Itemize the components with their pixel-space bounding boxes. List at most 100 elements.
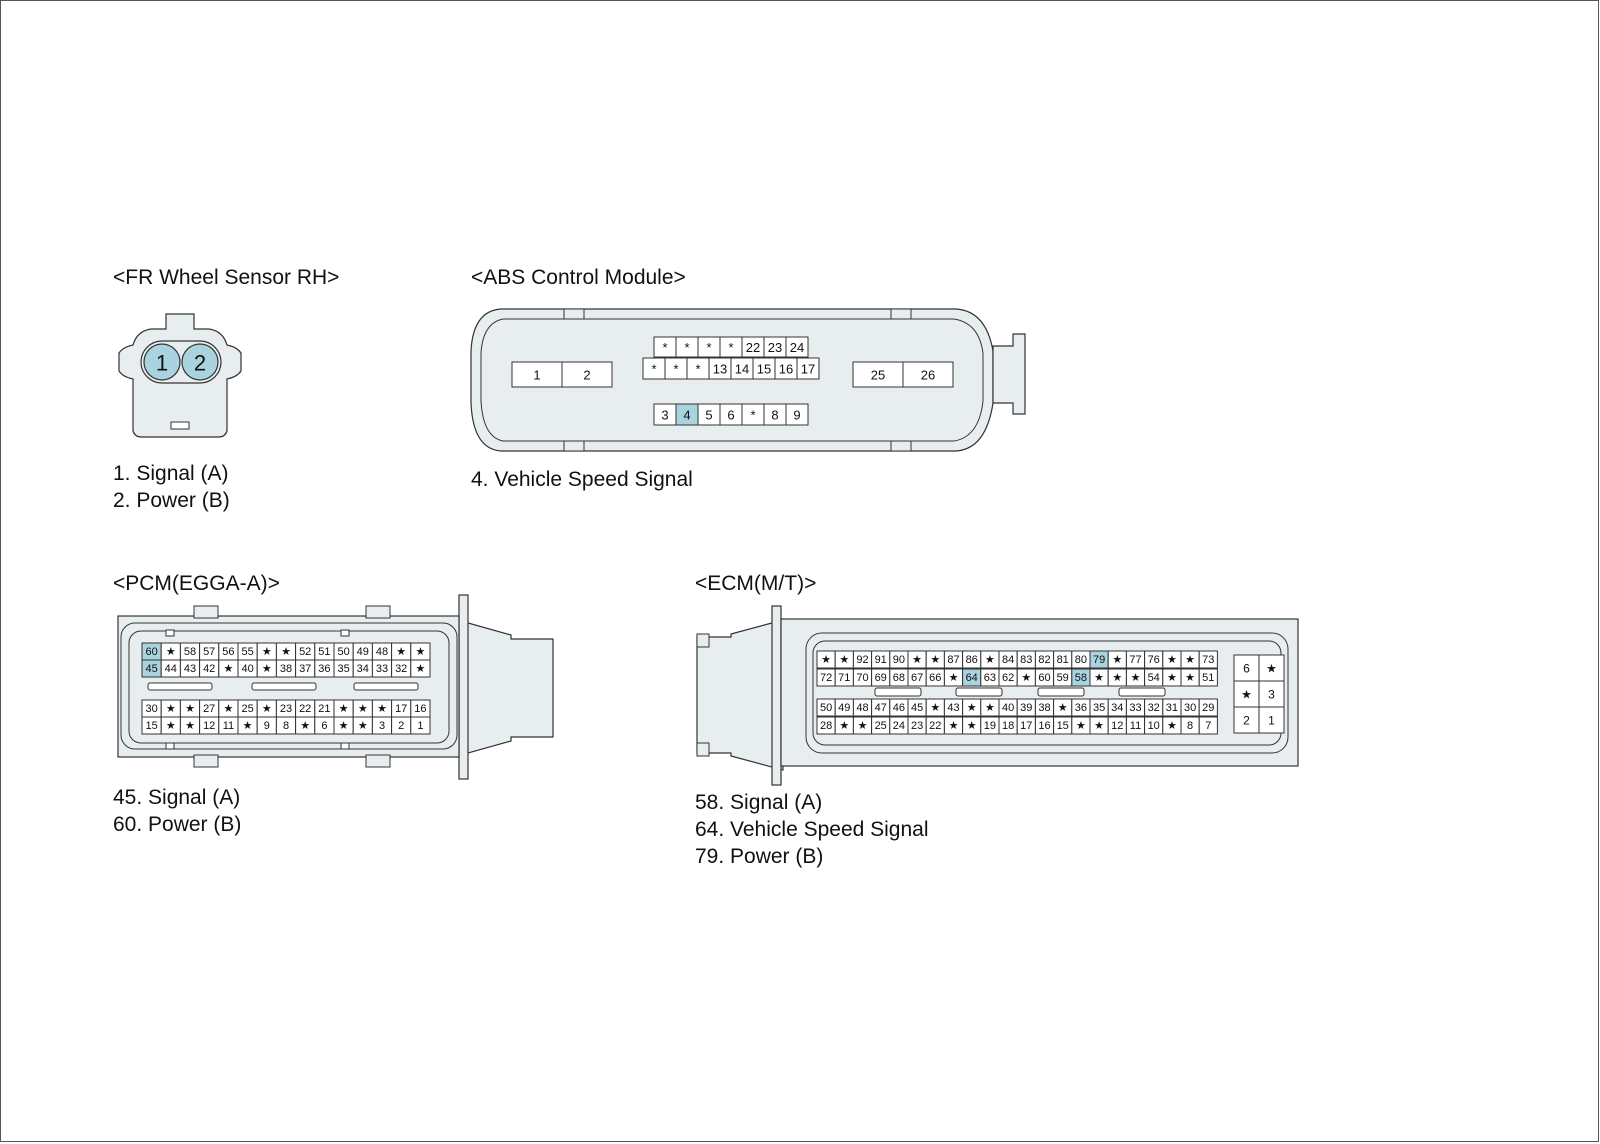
pin-label: 39 — [1020, 702, 1032, 714]
pin-label: 32 — [395, 663, 407, 675]
ecm-key-slot — [955, 687, 1003, 697]
pin-label: ★ — [1185, 672, 1195, 684]
pin-label: 38 — [280, 663, 292, 675]
pin-label: 62 — [1002, 672, 1014, 684]
pin-label: 23 — [768, 340, 782, 355]
pin-label: 35 — [1093, 702, 1105, 714]
pin-label: * — [706, 340, 711, 355]
pin-label: ★ — [262, 663, 272, 675]
abs-tab — [890, 440, 912, 452]
abs-inner-frame — [480, 318, 984, 442]
pin-label: ★ — [166, 646, 176, 658]
pin-label: 40 — [1002, 702, 1014, 714]
pin-label: 48 — [856, 702, 868, 714]
pin-label: * — [662, 340, 667, 355]
pin-label: 64 — [966, 672, 978, 684]
pin-label: 6 — [321, 720, 327, 732]
pin-cell — [785, 336, 809, 358]
ecm-side-pin — [1233, 706, 1260, 734]
pin-label: 17 — [395, 703, 407, 715]
pin-label: ★ — [949, 720, 959, 732]
pin-label: ★ — [166, 703, 176, 715]
pin-label: 15 — [145, 720, 157, 732]
pin-label: 60 — [1038, 672, 1050, 684]
pin-label: 9 — [264, 720, 270, 732]
pin-label: 25 — [875, 720, 887, 732]
pcm-key-slot — [147, 682, 213, 691]
pin-label: 6 — [727, 408, 734, 423]
fr-sensor-title: <FR Wheel Sensor RH> — [113, 266, 340, 289]
pin-label: 2 — [1243, 714, 1250, 728]
pin-label: 57 — [203, 646, 215, 658]
abs-tab — [563, 308, 585, 320]
ecm-key-slot — [1037, 687, 1085, 697]
abs-title: <ABS Control Module> — [471, 266, 686, 289]
pin-label: 23 — [280, 703, 292, 715]
pin-label: 58 — [1075, 672, 1087, 684]
pcm-clip — [193, 754, 219, 768]
pcm-desc-line: 60. Power (B) — [113, 813, 242, 836]
pin-label: 36 — [1075, 702, 1087, 714]
pin-label: 13 — [713, 362, 727, 377]
pin-cell — [852, 361, 904, 388]
pcm-inner-frame — [128, 630, 450, 744]
pin-label: ★ — [223, 663, 233, 675]
pin-label: 10 — [1148, 720, 1160, 732]
pin-label: 25 — [871, 368, 885, 383]
pin-label: 12 — [203, 720, 215, 732]
pin-label: ★ — [1131, 672, 1141, 684]
pin-label: 22 — [746, 340, 760, 355]
pin-label: * — [651, 362, 656, 377]
pin-label: ★ — [930, 654, 940, 666]
pcm-clip — [365, 754, 391, 768]
pin-label: 46 — [893, 702, 905, 714]
pin-label: 12 — [1111, 720, 1123, 732]
pin-label: ★ — [262, 703, 272, 715]
pin-label: 82 — [1038, 654, 1050, 666]
pcm-flange — [458, 594, 469, 780]
pcm-clip — [365, 605, 391, 619]
pin-label: 51 — [1202, 672, 1214, 684]
pin-label: 68 — [893, 672, 905, 684]
pcm-key-slot — [251, 682, 317, 691]
pin-label: 72 — [820, 672, 832, 684]
ecm-side-pin — [1258, 706, 1285, 734]
pin-label: ★ — [1112, 672, 1122, 684]
pin-label: 56 — [222, 646, 234, 658]
pcm-shroud — [460, 620, 554, 756]
pin-label: 24 — [893, 720, 905, 732]
pin-label: 15 — [1057, 720, 1069, 732]
ecm-flange — [771, 605, 782, 786]
pin-label: 76 — [1148, 654, 1160, 666]
fr-pin-label: 2 — [194, 351, 206, 376]
pin-label: 34 — [1111, 702, 1123, 714]
pin-label: 29 — [1202, 702, 1214, 714]
pin-label: ★ — [396, 646, 406, 658]
abs-flange — [992, 333, 1026, 415]
pin-label: ★ — [415, 663, 425, 675]
pin-label: * — [695, 362, 700, 377]
pin-label: 59 — [1057, 672, 1069, 684]
pin-label: ★ — [415, 646, 425, 658]
fr-pin-label: 1 — [156, 351, 168, 376]
fr-pin-2 — [181, 343, 219, 381]
pin-label: ★ — [1021, 672, 1031, 684]
pin-label: ★ — [1112, 654, 1122, 666]
pin-label: 86 — [966, 654, 978, 666]
pin-label: ★ — [377, 703, 387, 715]
pin-label: 31 — [1166, 702, 1178, 714]
pin-label: ★ — [967, 720, 977, 732]
pin-label: ★ — [339, 720, 349, 732]
pin-label: 16 — [414, 703, 426, 715]
pin-label: 23 — [911, 720, 923, 732]
pin-label: ★ — [339, 703, 349, 715]
pin-label: 43 — [947, 702, 959, 714]
pin-label: 79 — [1093, 654, 1105, 666]
pin-label: 49 — [357, 646, 369, 658]
pin-label: 8 — [771, 408, 778, 423]
pin-cell — [796, 357, 820, 380]
pin-label: ★ — [185, 703, 195, 715]
pin-cell — [1198, 650, 1218, 669]
ecm-key-slot — [874, 687, 922, 697]
pin-cell — [785, 403, 809, 426]
